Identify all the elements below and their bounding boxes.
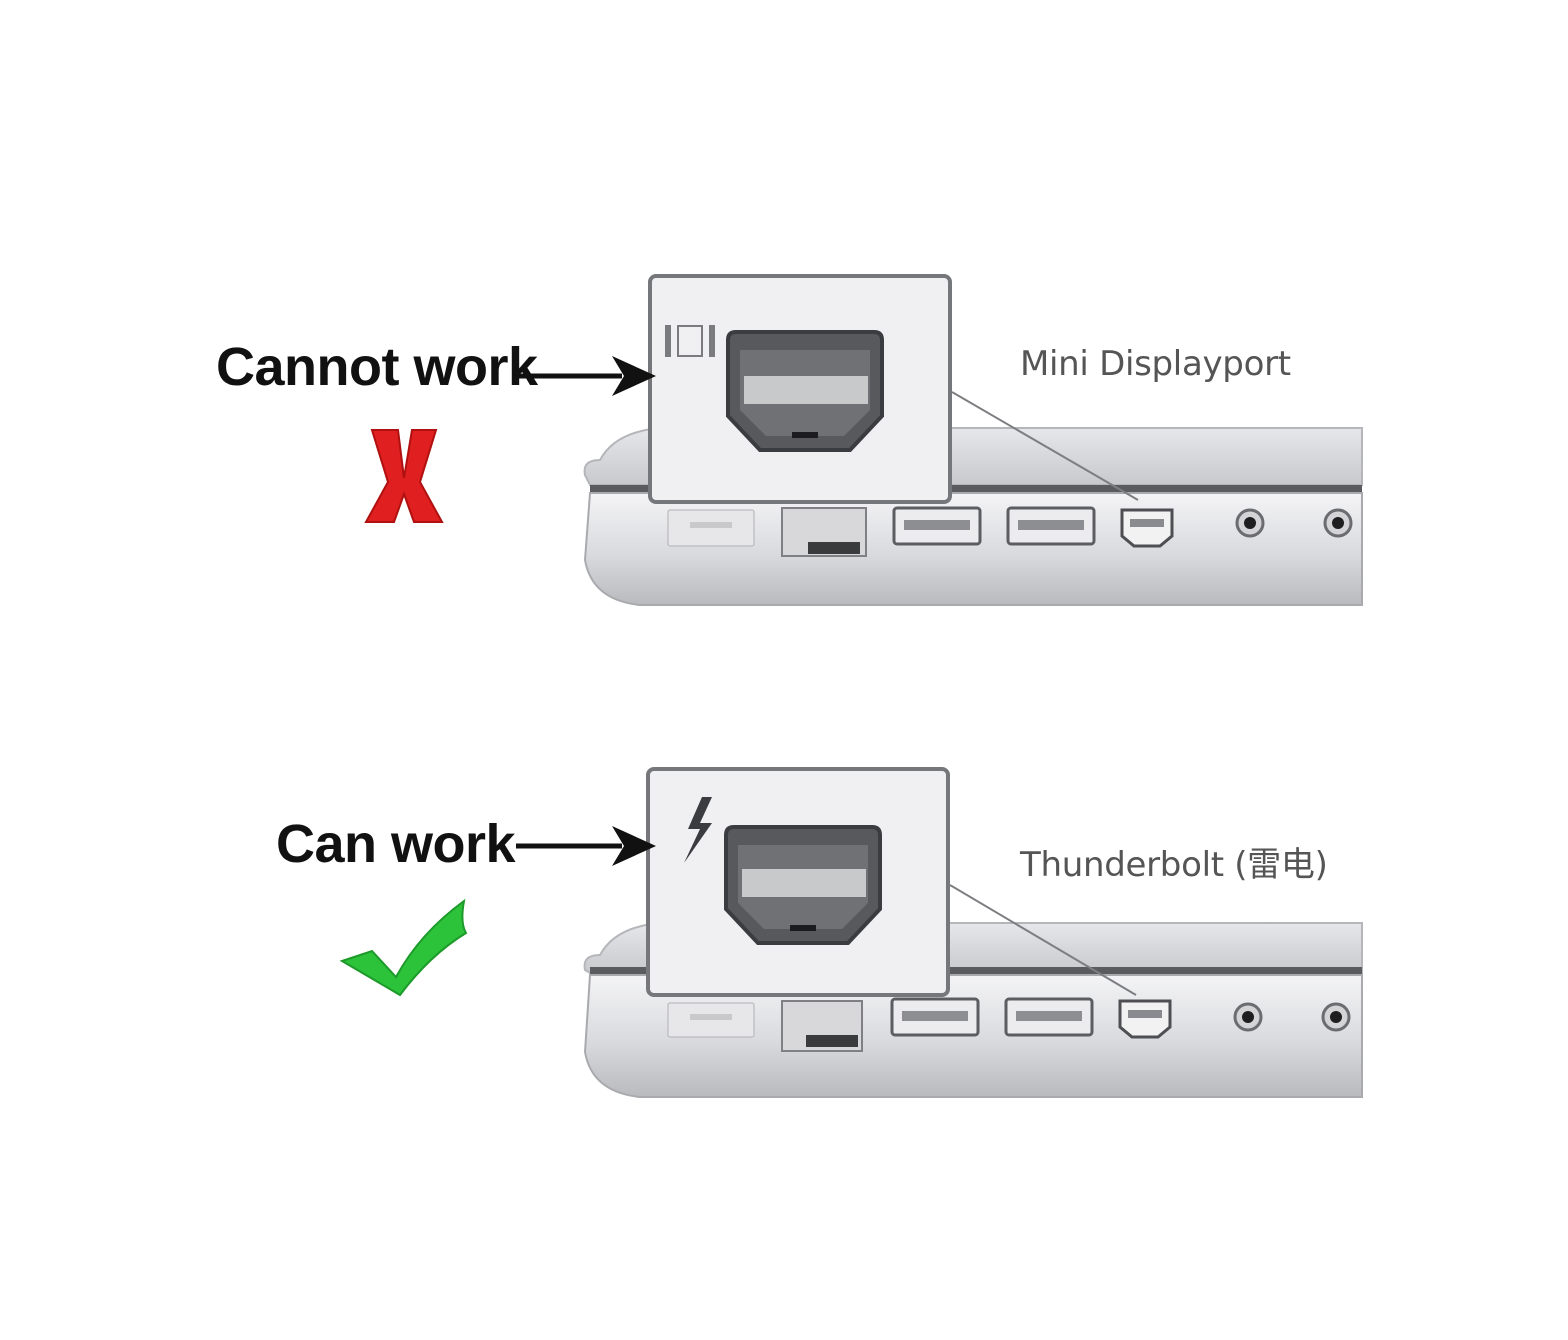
- red-x-mark: [364, 429, 444, 523]
- enlarged-mini-displayport: [726, 330, 884, 452]
- status-label-cannot-work: Cannot work: [216, 337, 538, 397]
- magsafe-pins: [690, 1014, 732, 1020]
- laptop-side-illustration: [339, 767, 1363, 1098]
- thunderbolt-icon: [684, 797, 712, 863]
- callout-leader-line: [949, 884, 1137, 996]
- laptop-hinge-gap: [590, 485, 1362, 493]
- port-label-thunderbolt: Thunderbolt (雷电): [1020, 845, 1328, 885]
- pointer-arrow: [516, 826, 656, 866]
- comparison-panel-thunderbolt: Can work Thunderbolt (雷电): [0, 755, 1568, 1255]
- laptop-hinge-gap: [590, 967, 1362, 975]
- callout-leader-line: [951, 391, 1139, 501]
- mini-displayport-icon: [665, 325, 715, 357]
- status-label-can-work: Can work: [276, 814, 516, 874]
- laptop-thunderbolt-port: [1118, 999, 1172, 1039]
- comparison-panel-mini-displayport: Cannot work Mini Displayport: [0, 260, 1568, 760]
- enlarged-thunderbolt-port: [724, 825, 882, 945]
- magsafe-pins: [690, 522, 732, 528]
- pointer-arrow: [516, 356, 656, 396]
- ethernet-contacts: [808, 542, 860, 554]
- laptop-side-illustration: [364, 274, 1363, 606]
- laptop-mini-displayport: [1120, 508, 1174, 548]
- ethernet-contacts: [806, 1035, 858, 1047]
- green-check-mark: [339, 898, 468, 997]
- port-label-mini-displayport: Mini Displayport: [1020, 344, 1291, 384]
